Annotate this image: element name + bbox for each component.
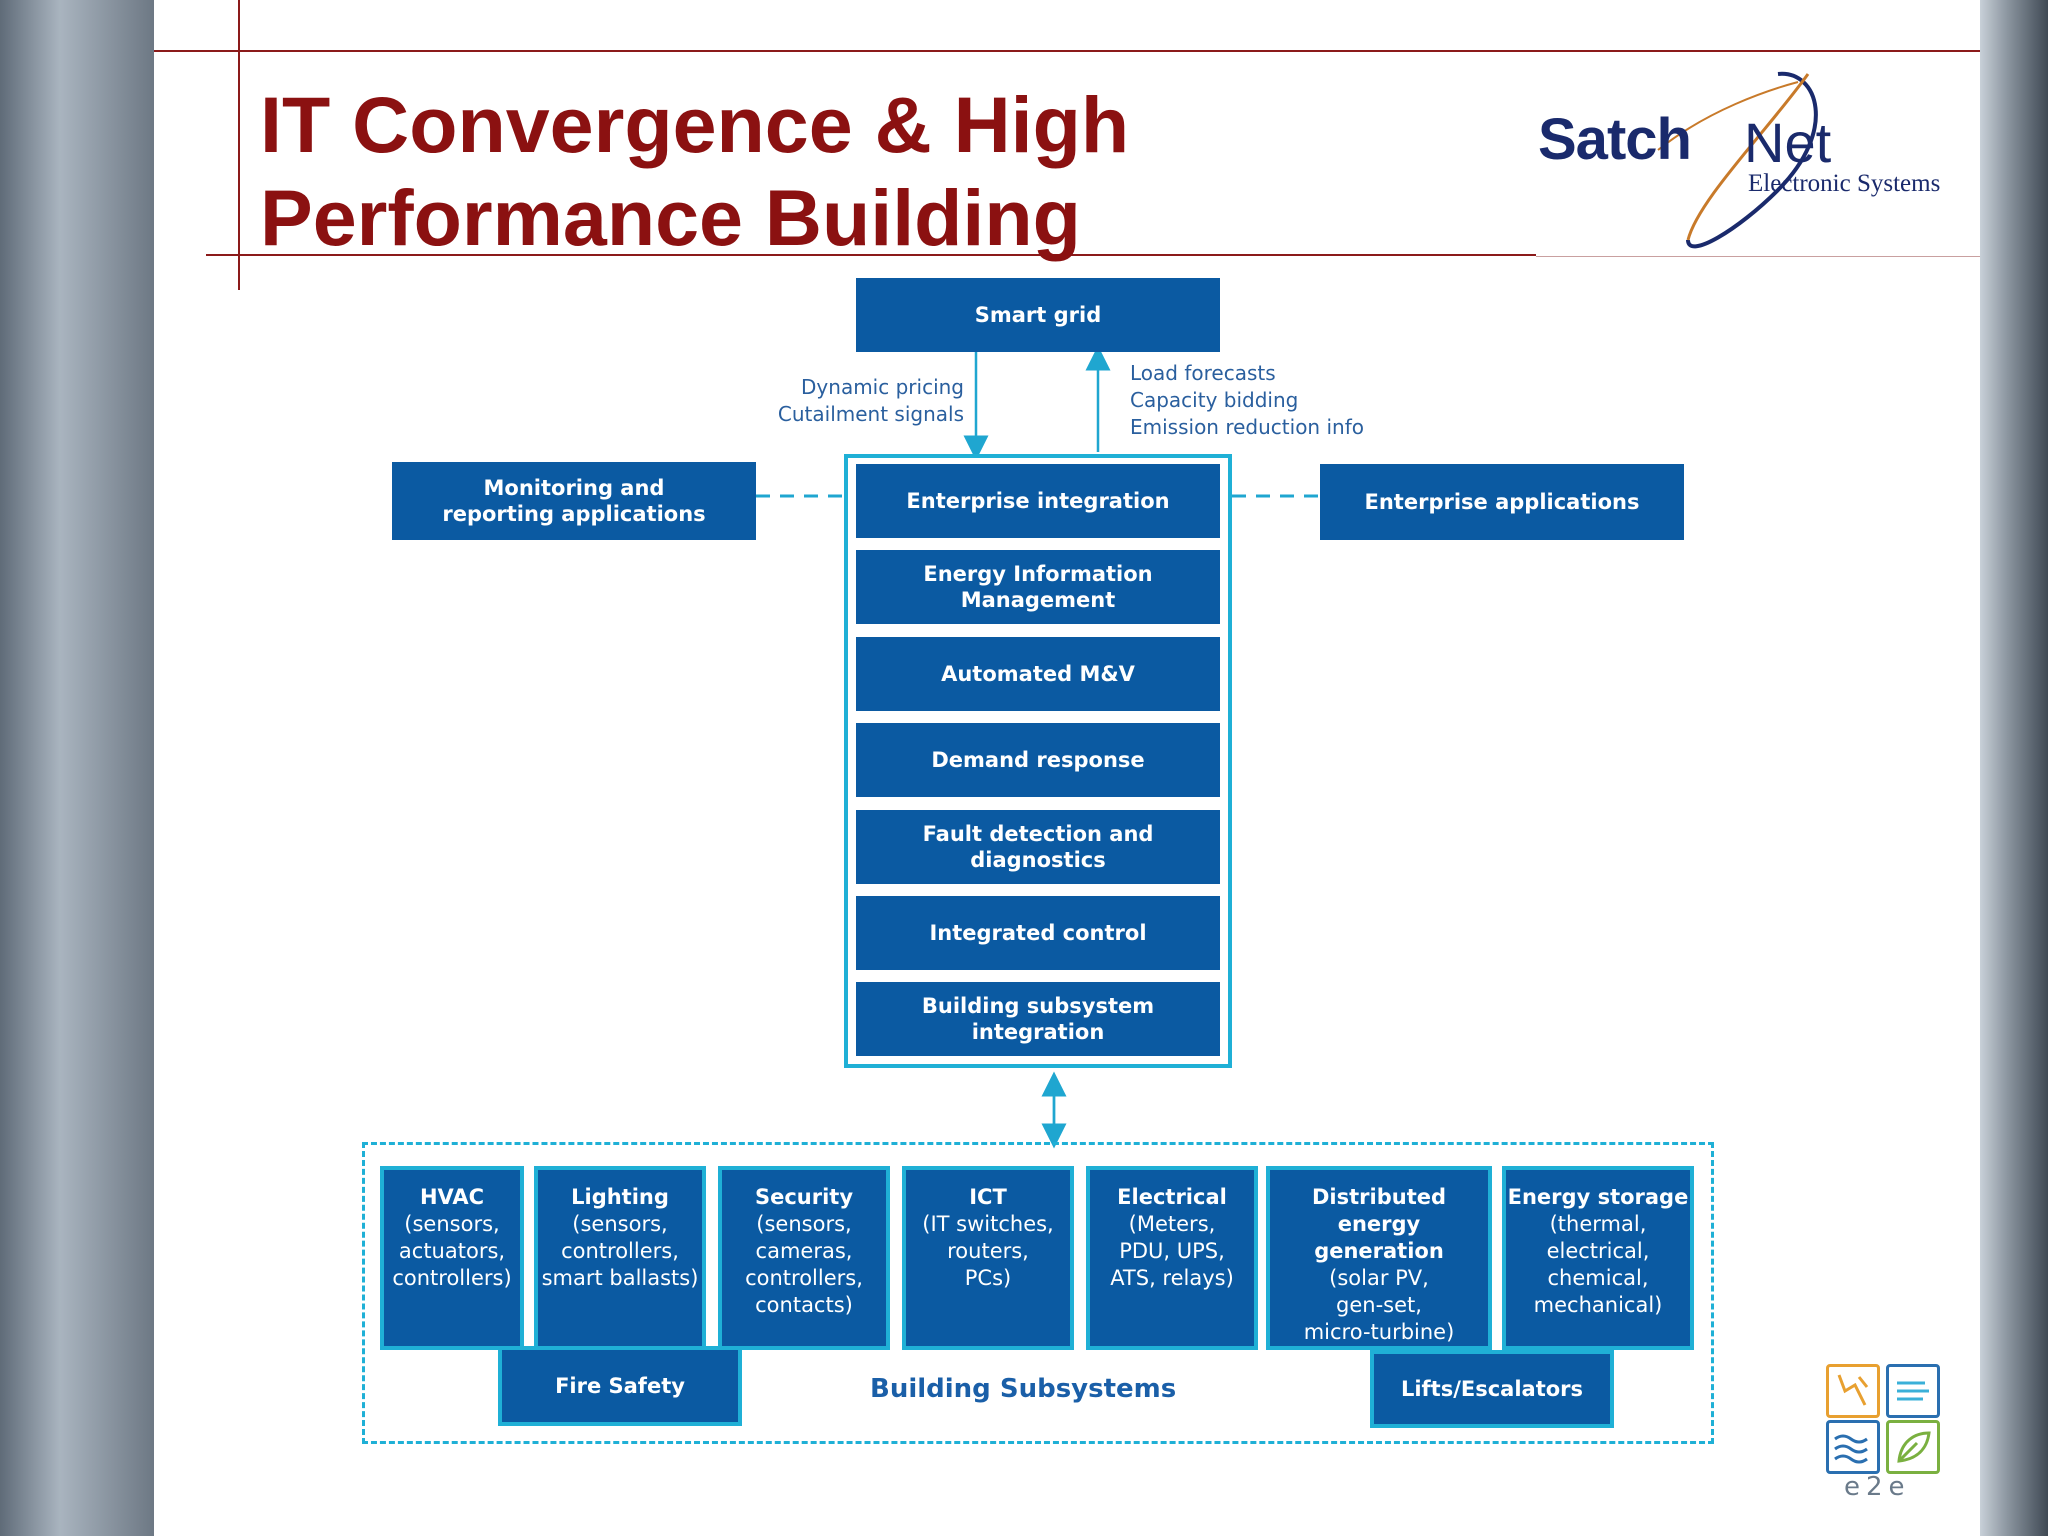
e2e-logo: e2e — [1826, 1364, 1946, 1504]
subsystem-title: Energy storage — [1507, 1185, 1689, 1209]
subsystem-ict: ICT (IT switches, routers, PCs) — [902, 1166, 1074, 1350]
top-rule — [154, 50, 1980, 52]
monitoring-reporting-box: Monitoring and reporting applications — [392, 462, 756, 540]
subsystem-title: Security — [754, 1185, 854, 1209]
subsystem-distributed-energy: Distributed energy generation (solar PV,… — [1266, 1166, 1492, 1350]
e2e-logo-text: e2e — [1844, 1472, 1911, 1502]
subsystem-detail: (sensors, cameras, controllers, contacts… — [745, 1212, 863, 1317]
swoosh-icon — [1657, 71, 1818, 249]
stack-building-subsystem-integration: Building subsystem integration — [856, 982, 1220, 1056]
title-line-1: IT Convergence & High — [260, 80, 1130, 169]
stack-automated-mv: Automated M&V — [856, 637, 1220, 711]
logo-net-text: Net — [1744, 111, 1832, 174]
smart-grid-box: Smart grid — [856, 278, 1220, 352]
fire-safety-box: Fire Safety — [498, 1346, 742, 1426]
subsystem-electrical: Electrical (Meters, PDU, UPS, ATS, relay… — [1086, 1166, 1258, 1350]
title-line-2: Performance Building — [260, 173, 1081, 262]
architecture-diagram: Smart grid Dynamic pricing Cutailment si… — [154, 0, 1980, 1536]
stack-integrated-control: Integrated control — [856, 896, 1220, 970]
logo-underline-rule — [1536, 256, 1980, 257]
subsystem-detail: (sensors, controllers, smart ballasts) — [541, 1212, 699, 1290]
logo-satch-text: Satch — [1538, 107, 1692, 172]
subsystem-detail: (sensors, actuators, controllers) — [392, 1212, 512, 1290]
subsystem-detail: (Meters, PDU, UPS, ATS, relays) — [1110, 1212, 1234, 1290]
right-background-strip — [1980, 0, 2048, 1536]
stack-demand-response: Demand response — [856, 723, 1220, 797]
subsystem-detail: (IT switches, routers, PCs) — [922, 1212, 1054, 1290]
subsystem-title: Electrical — [1117, 1185, 1227, 1209]
subsystem-hvac: HVAC (sensors, actuators, controllers) — [380, 1166, 524, 1350]
stack-energy-information-management: Energy Information Management — [856, 550, 1220, 624]
title-underline-rule — [206, 254, 1536, 256]
stack-enterprise-integration: Enterprise integration — [856, 464, 1220, 538]
logo-subtitle: Electronic Systems — [1748, 170, 1941, 197]
subsystem-energy-storage: Energy storage (thermal, electrical, che… — [1502, 1166, 1694, 1350]
subsystem-lighting: Lighting (sensors, controllers, smart ba… — [534, 1166, 706, 1350]
upstream-signals-label: Load forecasts Capacity bidding Emission… — [1130, 361, 1364, 439]
lifts-escalators-box: Lifts/Escalators — [1370, 1350, 1614, 1428]
leaf-icon — [1886, 1420, 1940, 1474]
subsystem-title: ICT — [969, 1185, 1007, 1209]
satchnet-logo: Satch Net Electronic Systems — [1538, 70, 1958, 250]
subsystem-detail: (solar PV, gen-set, micro-turbine) — [1303, 1266, 1455, 1344]
connector-lines — [756, 345, 1320, 1149]
lightning-icon — [1826, 1364, 1880, 1418]
enterprise-applications-box: Enterprise applications — [1320, 464, 1684, 540]
subsystem-detail: (thermal, electrical, chemical, mechanic… — [1533, 1212, 1663, 1317]
vertical-rule — [238, 0, 240, 290]
subsystem-title: Lighting — [571, 1185, 669, 1209]
building-subsystems-frame — [362, 1142, 1714, 1444]
stack-fault-detection: Fault detection and diagnostics — [856, 810, 1220, 884]
page-title: IT Convergence & High Performance Buildi… — [260, 78, 1129, 264]
slide: IT Convergence & High Performance Buildi… — [154, 0, 1980, 1536]
subsystem-title: Distributed energy generation — [1311, 1185, 1447, 1263]
wind-icon — [1886, 1364, 1940, 1418]
downstream-signals-label: Dynamic pricing Cutailment signals — [777, 375, 964, 426]
subsystem-security: Security (sensors, cameras, controllers,… — [718, 1166, 890, 1350]
water-icon — [1826, 1420, 1880, 1474]
building-subsystems-label: Building Subsystems — [870, 1374, 1177, 1404]
subsystem-title: HVAC — [419, 1185, 485, 1209]
